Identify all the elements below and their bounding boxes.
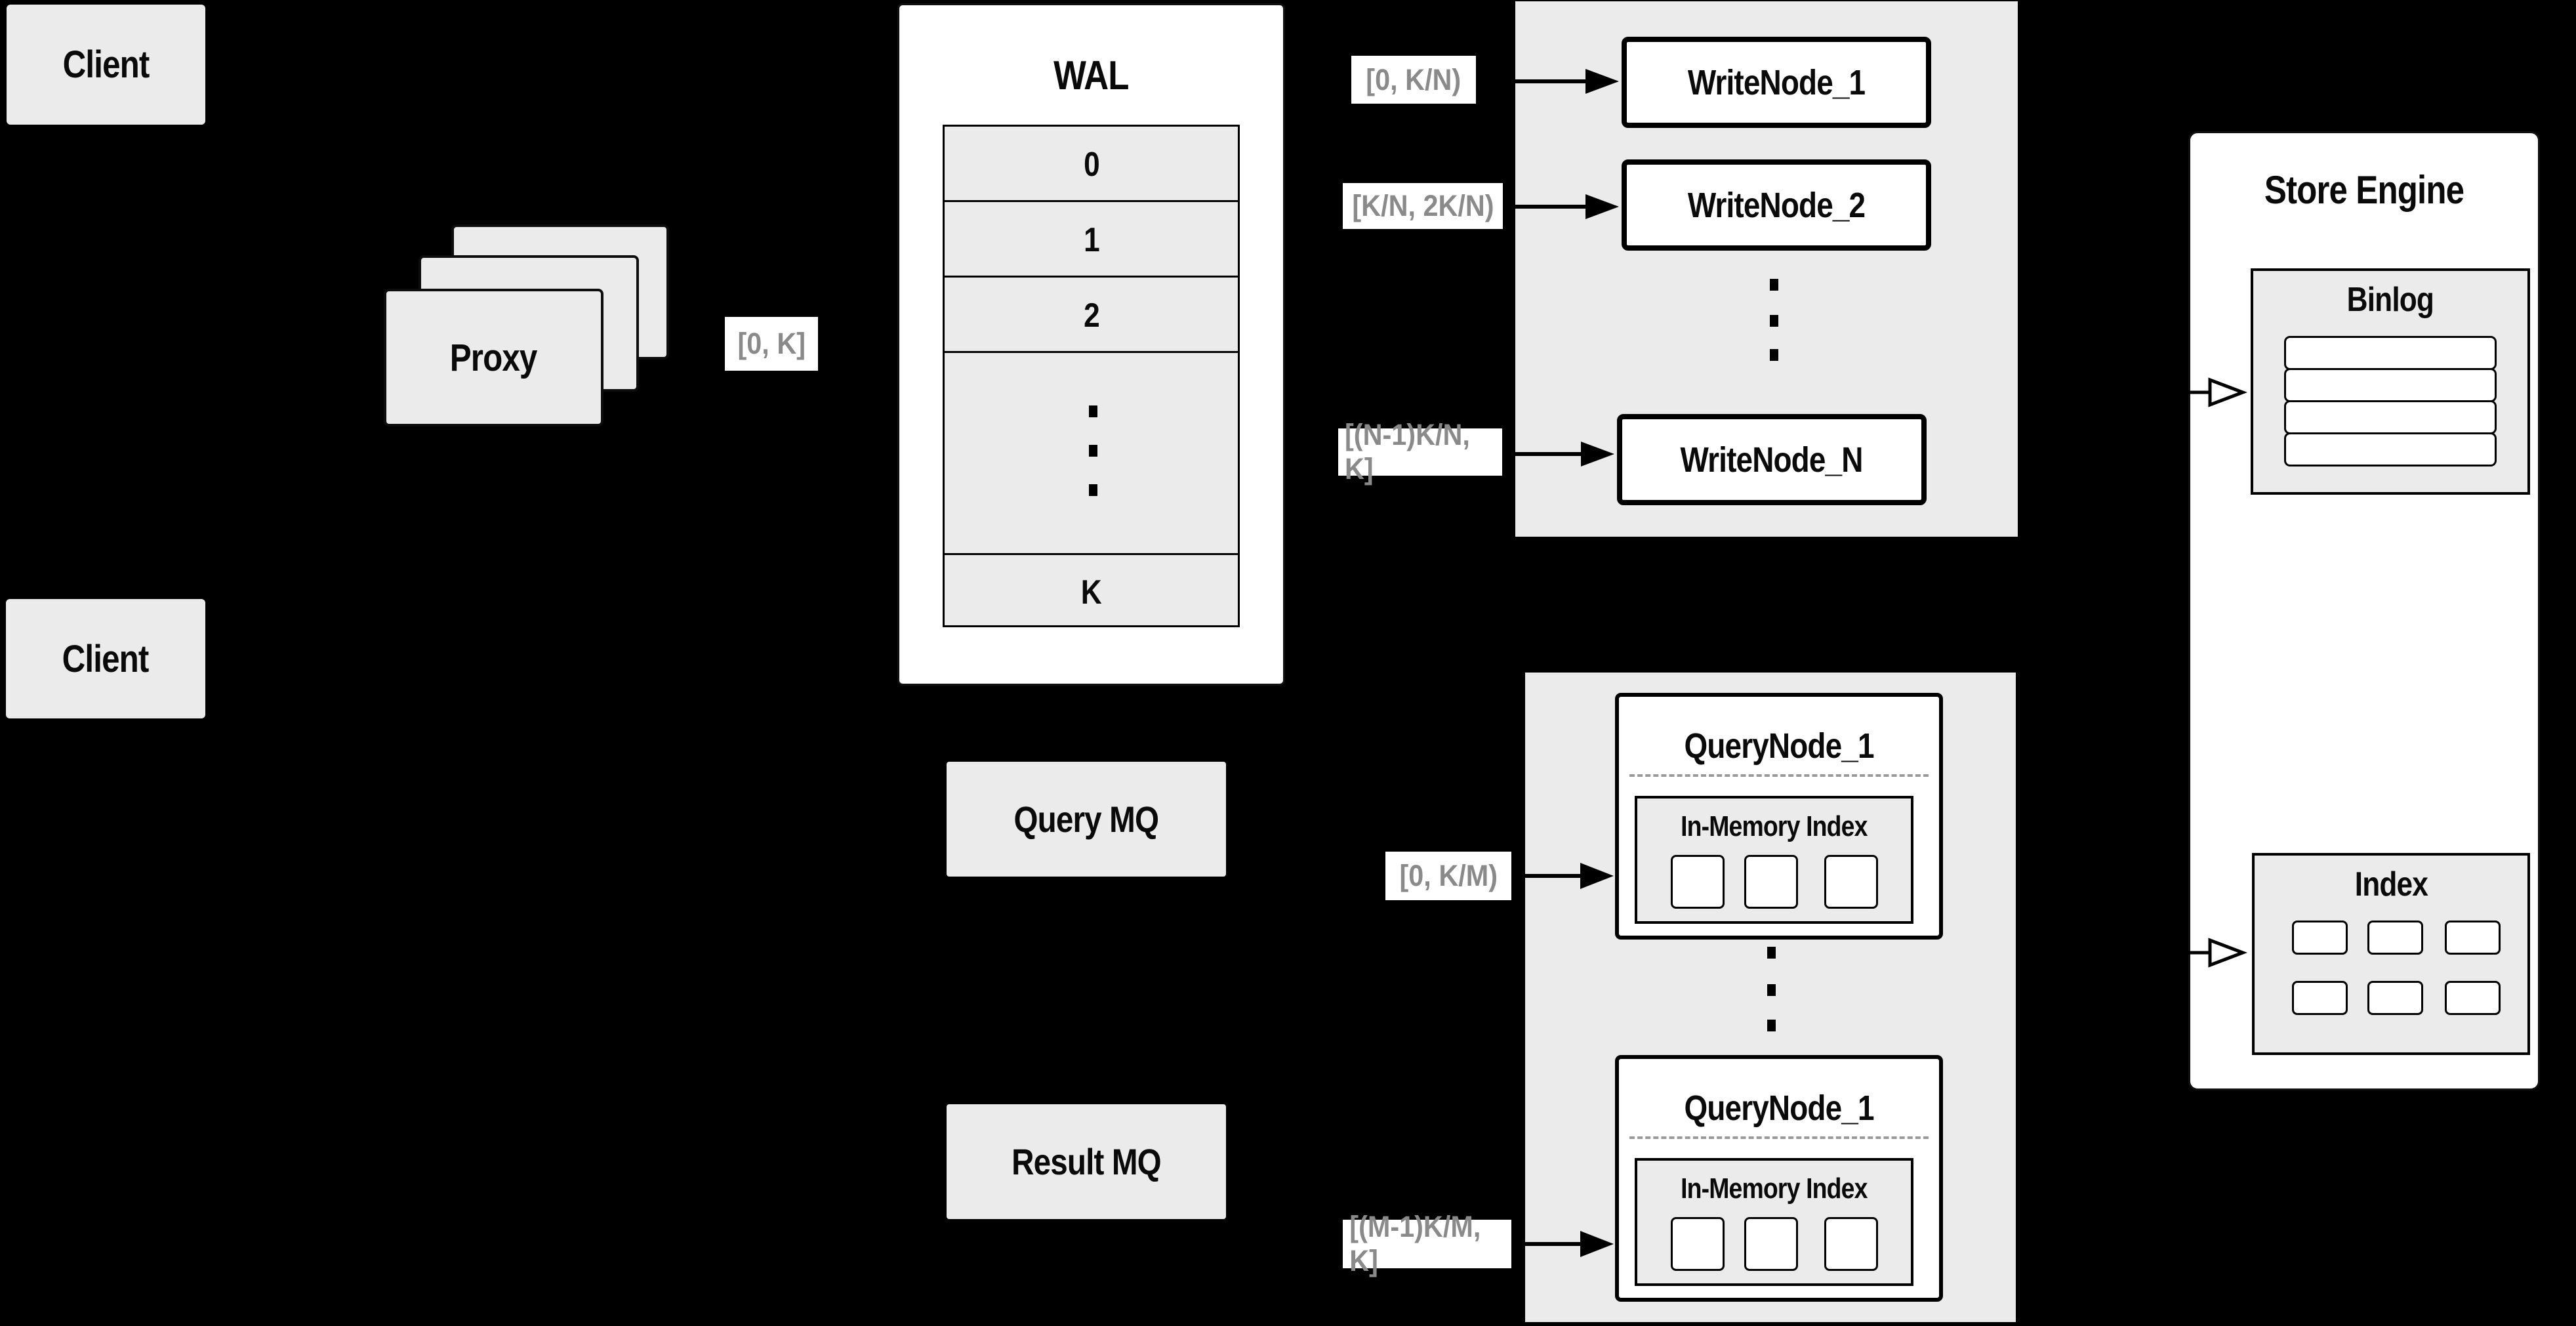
index-cell (2367, 921, 2423, 955)
binlog-row (2284, 432, 2497, 466)
binlog-row (2284, 400, 2497, 434)
query-mq-label: Query MQ (1013, 798, 1160, 840)
range-label-write-2: [K/N, 2K/N) (1343, 183, 1503, 229)
range-label-query-1: [0, K/M) (1385, 852, 1511, 900)
memory-segment-cell (1744, 855, 1798, 909)
vertical-ellipsis-dot (1767, 947, 1776, 959)
range-label-query-m: [(M-1)K/M, K] (1343, 1210, 1511, 1277)
index-cell (2445, 921, 2501, 955)
in-memory-index-box-2: In-Memory Index (1635, 1158, 1913, 1286)
index-cell (2445, 981, 2501, 1015)
write-node-n-label: WriteNode_N (1680, 440, 1864, 480)
wal-row-divider (945, 200, 1238, 202)
wal-box: WAL 0 1 2 K (897, 3, 1285, 686)
write-node-n-box: WriteNode_N (1617, 414, 1927, 505)
range-label-proxy-to-wal-text: [0, K] (737, 327, 806, 360)
client-box-top: Client (7, 5, 205, 125)
write-node-1-box: WriteNode_1 (1622, 37, 1931, 128)
memory-segment-cell (1671, 1217, 1725, 1271)
vertical-ellipsis-dot (1767, 1020, 1776, 1031)
write-node-1-label: WriteNode_1 (1687, 62, 1866, 102)
binlog-rows (2284, 336, 2497, 466)
index-title: Index (2354, 865, 2428, 903)
wal-segment-row-0: 0 (1083, 145, 1100, 184)
binlog-box: Binlog (2251, 268, 2530, 495)
vertical-ellipsis-dot (1089, 405, 1097, 417)
vertical-ellipsis-dot (1770, 315, 1778, 327)
wal-segment-table: 0 1 2 K (943, 125, 1240, 627)
memory-segment-cell (1671, 855, 1725, 909)
client-box-bottom: Client (6, 599, 205, 718)
range-label-write-1: [0, K/N) (1351, 56, 1476, 104)
wal-segment-row-1: 1 (1083, 220, 1100, 259)
client-top-label: Client (62, 43, 150, 86)
vertical-ellipsis-dot (1767, 984, 1776, 996)
wal-segment-row-2: 2 (1083, 296, 1100, 335)
query-node-2-title: QueryNode_1 (1684, 1088, 1874, 1128)
query-node-1-separator (1629, 774, 1929, 777)
result-mq-box: Result MQ (947, 1104, 1226, 1219)
proxy-card-front: Proxy (384, 289, 603, 426)
range-label-proxy-to-wal: [0, K] (725, 317, 818, 371)
binlog-title: Binlog (2346, 281, 2434, 319)
index-cell (2367, 981, 2423, 1015)
in-memory-index-box-1: In-Memory Index (1635, 796, 1913, 924)
vertical-ellipsis-dot (1089, 484, 1097, 496)
write-node-2-label: WriteNode_2 (1687, 185, 1866, 225)
client-bottom-label: Client (62, 637, 150, 680)
binlog-row (2284, 368, 2497, 402)
binlog-row (2284, 336, 2497, 370)
memory-segment-cell (1824, 1217, 1878, 1271)
in-memory-index-label-2: In-Memory Index (1681, 1172, 1868, 1205)
vertical-ellipsis-dot (1089, 445, 1097, 457)
write-node-2-box: WriteNode_2 (1622, 159, 1931, 251)
wal-title: WAL (1053, 53, 1129, 98)
index-box: Index (2252, 853, 2530, 1055)
store-engine-panel: Store Engine Binlog Index (2188, 131, 2540, 1090)
proxy-label: Proxy (450, 336, 538, 379)
memory-segment-cell (1824, 855, 1878, 909)
query-node-1-title: QueryNode_1 (1684, 726, 1874, 766)
store-engine-title: Store Engine (2264, 168, 2464, 212)
in-memory-index-label-1: In-Memory Index (1681, 810, 1868, 842)
wal-row-divider (945, 553, 1238, 555)
query-node-2-separator (1629, 1136, 1929, 1139)
result-mq-label: Result MQ (1012, 1141, 1162, 1182)
wal-row-divider (945, 276, 1238, 278)
memory-segment-cell (1744, 1217, 1798, 1271)
vertical-ellipsis-dot (1770, 349, 1778, 361)
query-node-1-box: QueryNode_1 In-Memory Index (1615, 693, 1943, 940)
query-mq-box: Query MQ (947, 762, 1226, 877)
index-cell (2292, 921, 2348, 955)
index-cell (2292, 981, 2348, 1015)
wal-row-divider (945, 351, 1238, 353)
wal-ellipsis-cell (945, 353, 1238, 553)
query-node-2-box: QueryNode_1 In-Memory Index (1615, 1055, 1943, 1302)
vertical-ellipsis-dot (1770, 279, 1778, 291)
range-label-write-n: [(N-1)K/N, K] (1338, 418, 1502, 486)
wal-segment-row-k: K (1080, 573, 1102, 611)
